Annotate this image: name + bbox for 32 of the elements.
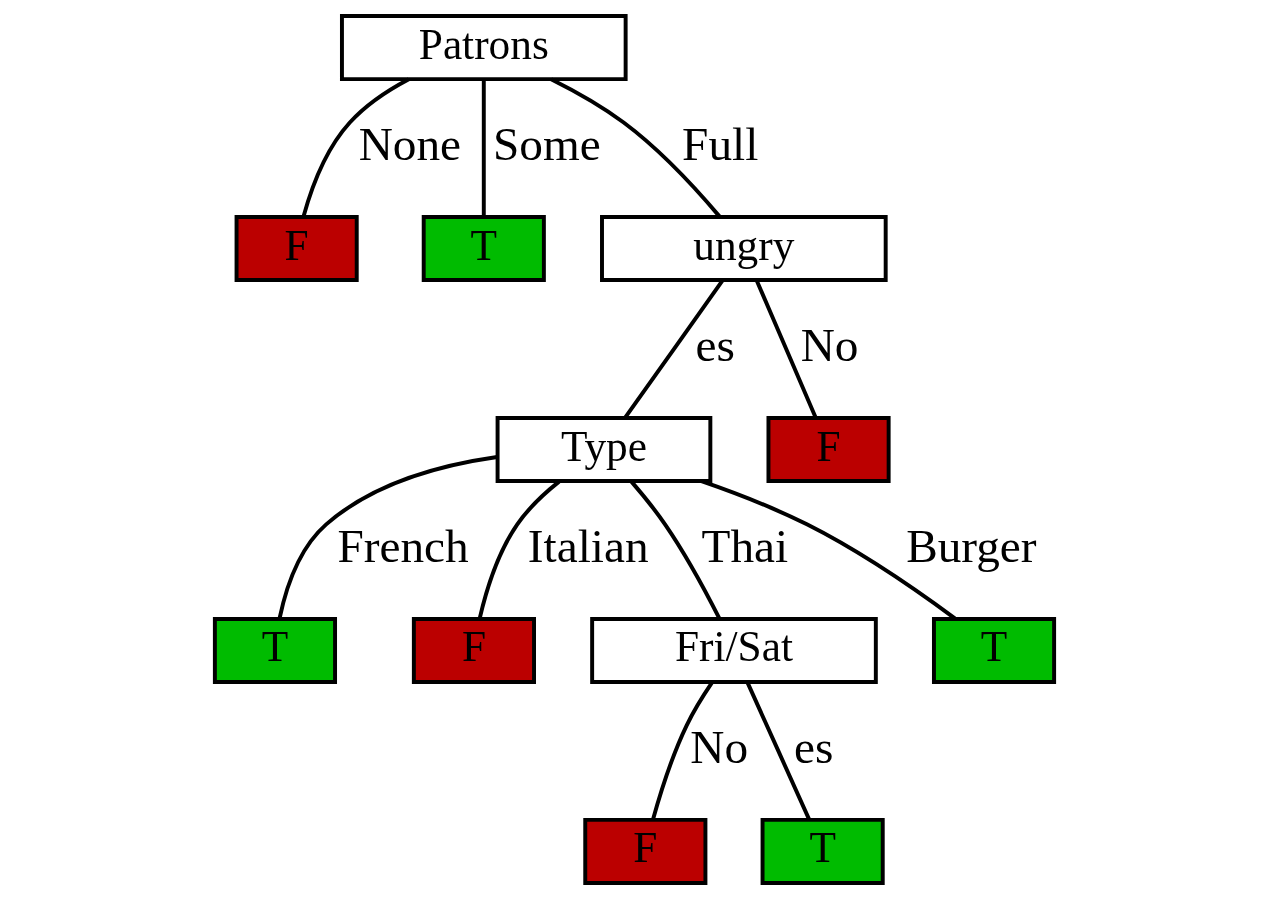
node-box: T (421, 215, 546, 283)
node-box: F (234, 215, 359, 283)
edge-label: Thai (701, 520, 788, 573)
connector (629, 480, 721, 620)
node-box: Patrons (339, 14, 628, 82)
edge-label: French (336, 520, 469, 573)
edge-label: Italian (527, 520, 649, 573)
connector (650, 681, 714, 821)
edge-label: No (800, 319, 858, 372)
connector (277, 455, 497, 619)
connector (300, 77, 410, 218)
node-box: T (760, 817, 885, 885)
edge-label: es (793, 721, 833, 774)
edge-label: es (695, 319, 735, 372)
node-box: Type (495, 416, 712, 483)
node-box: F (411, 616, 536, 684)
edge-label: Full (681, 118, 758, 171)
node-box: T (212, 616, 337, 684)
connector (745, 681, 811, 821)
node-box: ungry (599, 215, 888, 283)
connector (481, 79, 486, 218)
node-box: T (931, 616, 1056, 684)
connector (754, 279, 818, 419)
edge-label: Some (492, 118, 601, 171)
connector (477, 480, 560, 620)
node-box: Fri/Sat (589, 616, 878, 684)
edge-label: None (358, 118, 461, 171)
node-box: F (766, 416, 891, 483)
edge-label: No (689, 721, 748, 774)
edge-label: Burger (905, 520, 1037, 573)
connector (700, 479, 956, 620)
node-box: F (582, 817, 707, 885)
